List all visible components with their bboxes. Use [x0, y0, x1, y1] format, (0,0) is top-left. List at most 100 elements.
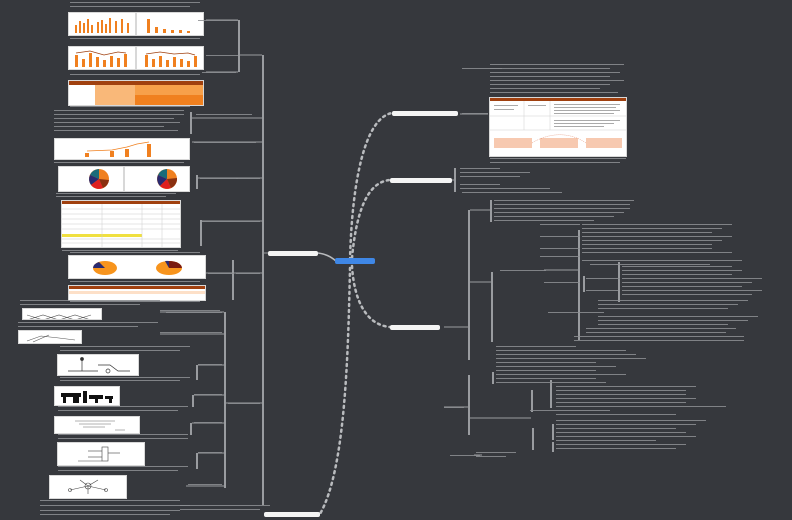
pie-chart-thumbnail[interactable]: [58, 166, 124, 192]
connector-left-bottom: [318, 266, 352, 516]
text-line-placeholder: [54, 114, 184, 115]
text-line-placeholder: [60, 380, 180, 381]
text-line-placeholder: [582, 248, 712, 249]
text-line-placeholder: [54, 130, 178, 131]
line-diagram-thumbnail[interactable]: [22, 308, 102, 320]
flow-diagram-thumbnail[interactable]: [57, 354, 139, 376]
text-line-placeholder: [450, 455, 480, 456]
text-line-placeholder: [70, 74, 200, 75]
text-line-placeholder: [622, 286, 742, 287]
bar-chart-thumbnail[interactable]: [68, 12, 136, 36]
text-line-placeholder: [476, 452, 516, 453]
flow-diagram-icon: [68, 357, 130, 374]
connector-right-mid: [350, 178, 392, 260]
text-line-placeholder: [622, 290, 762, 291]
text-line-placeholder: [540, 256, 580, 257]
branch-node-right-mid[interactable]: [390, 178, 452, 183]
text-line-placeholder: [556, 436, 696, 437]
text-line-placeholder: [20, 300, 160, 301]
text-line-placeholder: [188, 484, 222, 485]
text-line-placeholder: [556, 428, 676, 429]
text-line-placeholder: [54, 162, 184, 163]
text-line-placeholder: [198, 20, 238, 21]
bar-chart-thumbnail[interactable]: [136, 12, 204, 36]
silhouette-diagram-icon: [61, 391, 113, 403]
sketch-diagram-thumbnail[interactable]: [18, 330, 82, 344]
text-line-placeholder: [206, 55, 238, 56]
text-line-placeholder: [622, 266, 732, 267]
schematic-diagram-thumbnail[interactable]: [54, 416, 140, 434]
text-line-placeholder: [58, 470, 178, 471]
text-line-placeholder: [70, 252, 200, 253]
text-line-placeholder: [548, 312, 604, 313]
text-line-placeholder: [598, 316, 758, 317]
combo-chart-icon: [85, 141, 151, 157]
text-line-placeholder: [236, 273, 260, 274]
text-line-placeholder: [556, 448, 676, 449]
text-line-placeholder: [490, 92, 618, 93]
text-line-placeholder: [556, 406, 726, 407]
text-line-placeholder: [460, 168, 500, 169]
pie-chart-thumbnail[interactable]: [124, 166, 190, 192]
text-line-placeholder: [582, 224, 732, 225]
orange-table-thumbnail[interactable]: [68, 80, 204, 106]
text-line-placeholder: [40, 500, 180, 501]
text-line-placeholder: [490, 68, 610, 69]
text-line-placeholder: [496, 382, 606, 383]
text-line-placeholder: [582, 232, 712, 233]
branch-node-right-top[interactable]: [392, 111, 458, 116]
text-line-placeholder: [58, 466, 188, 467]
circuit-diagram-thumbnail[interactable]: [57, 442, 145, 466]
combo-chart-thumbnail[interactable]: [54, 138, 190, 160]
text-line-placeholder: [556, 420, 706, 421]
text-line-placeholder: [70, 106, 190, 107]
text-line-placeholder: [202, 72, 236, 73]
text-line-placeholder: [58, 438, 188, 439]
text-line-placeholder: [166, 312, 222, 313]
text-line-placeholder: [462, 113, 488, 114]
text-line-placeholder: [496, 362, 596, 363]
text-line-placeholder: [490, 84, 610, 85]
bar-chart-thumbnail[interactable]: [68, 46, 136, 70]
text-line-placeholder: [200, 178, 238, 179]
text-line-placeholder: [40, 514, 170, 515]
text-line-placeholder: [228, 403, 260, 404]
text-line-placeholder: [490, 72, 620, 73]
text-line-placeholder: [460, 176, 520, 177]
summary-table-thumbnail[interactable]: [68, 285, 206, 301]
text-line-placeholder: [198, 364, 222, 365]
table-with-callouts-thumbnail[interactable]: [489, 97, 627, 157]
text-line-placeholder: [582, 244, 712, 245]
text-line-placeholder: [40, 510, 180, 511]
connector-right-bottom: [350, 264, 392, 329]
text-line-placeholder: [544, 282, 580, 283]
text-line-placeholder: [494, 208, 630, 209]
text-line-placeholder: [494, 212, 624, 213]
branch-node-left-bottom[interactable]: [264, 512, 320, 517]
branch-node-left-main[interactable]: [268, 251, 318, 256]
table-grid-icon: [490, 101, 626, 148]
silhouette-diagram-thumbnail[interactable]: [54, 386, 120, 406]
text-line-placeholder: [56, 196, 166, 197]
root-node[interactable]: [335, 258, 375, 264]
bar-chart-thumbnail[interactable]: [136, 46, 204, 70]
branch-node-right-bottom[interactable]: [390, 325, 440, 330]
text-line-placeholder: [598, 300, 748, 301]
text-line-placeholder: [70, 38, 200, 39]
text-line-placeholder: [70, 6, 190, 7]
text-line-placeholder: [160, 332, 222, 333]
text-line-placeholder: [60, 350, 180, 351]
text-line-placeholder: [490, 88, 600, 89]
text-line-placeholder: [582, 252, 732, 253]
network-diagram-thumbnail[interactable]: [49, 475, 127, 499]
pie-chart-thumbnail[interactable]: [68, 255, 206, 279]
text-line-placeholder: [236, 178, 260, 179]
text-line-placeholder: [62, 250, 178, 251]
text-line-placeholder: [556, 398, 696, 399]
text-line-placeholder: [622, 274, 732, 275]
text-line-placeholder: [70, 2, 200, 3]
text-line-placeholder: [198, 452, 222, 453]
text-line-placeholder: [462, 192, 562, 193]
data-table-thumbnail[interactable]: [61, 200, 181, 248]
